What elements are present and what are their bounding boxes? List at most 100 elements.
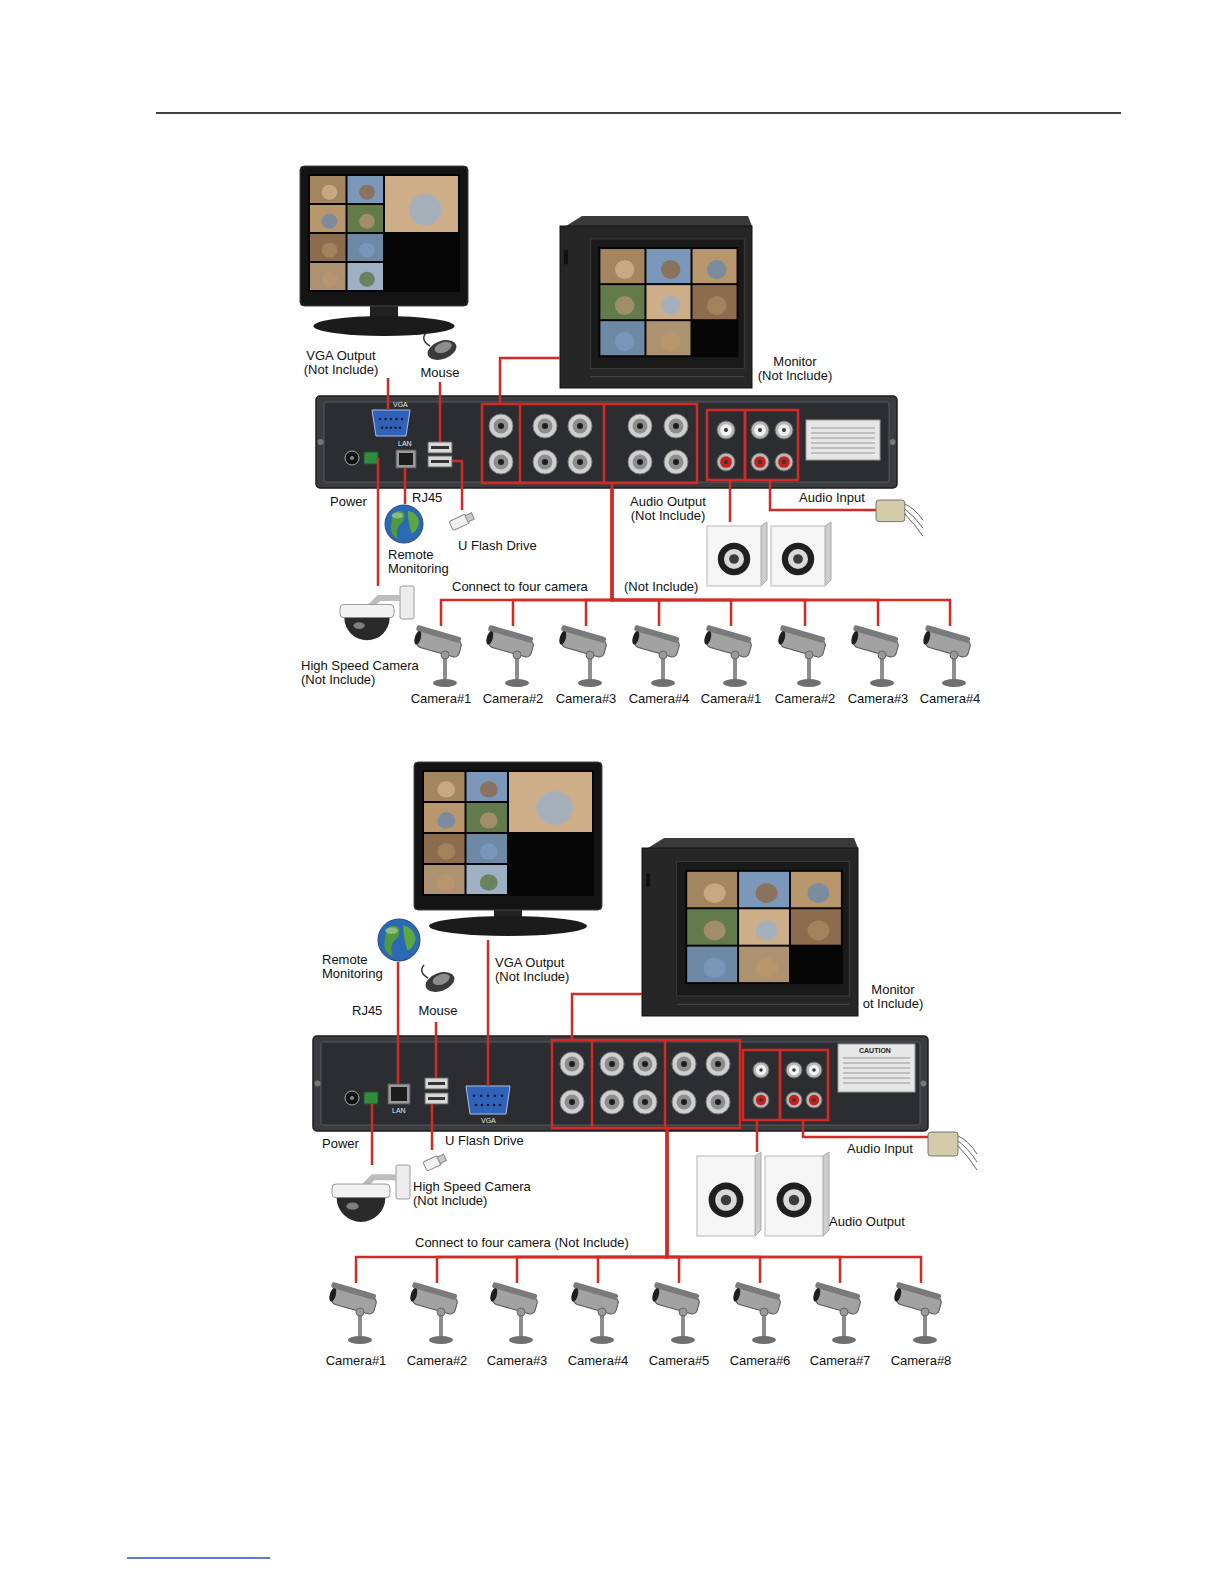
wire-stub: [519, 404, 522, 483]
camera-lens: [328, 1287, 338, 1302]
speaker: [765, 1152, 829, 1236]
crt-top: [648, 838, 858, 848]
bnc-pin: [609, 1099, 615, 1105]
wire-stub: [371, 1104, 374, 1131]
camera-base: [942, 679, 966, 687]
camera-bracket: [952, 656, 956, 680]
wire-stub: [802, 1120, 805, 1131]
camera-base: [590, 1336, 614, 1344]
camera-node: Camera#3: [552, 626, 621, 708]
speaker-cap: [729, 554, 739, 564]
callout-label: RJ45: [412, 491, 442, 505]
screen-figure: [437, 781, 455, 797]
bnc-ring: [600, 1052, 624, 1076]
camera-body: [484, 625, 536, 658]
sticker-line: [843, 1072, 910, 1073]
usb-tongue: [431, 446, 449, 449]
flash-drive-icon: [423, 1153, 447, 1171]
mouse-shine: [433, 340, 453, 356]
camera-lens: [893, 1287, 903, 1302]
camera-shield: [815, 1282, 861, 1300]
screen-figure: [359, 243, 375, 258]
mouse-cable: [422, 965, 428, 978]
camera-body: [488, 1282, 540, 1315]
bullet-camera: [412, 625, 464, 687]
rca-ring: [751, 421, 769, 439]
camera-node: Camera#4: [625, 626, 694, 708]
vga-pin: [390, 418, 393, 421]
screen-tile: [348, 176, 384, 203]
camera-node: Camera#4: [916, 626, 985, 708]
audio-input-node: Audio Input: [928, 1128, 978, 1168]
camera-node: Camera#2: [771, 626, 840, 708]
rca-jack: [806, 1092, 822, 1108]
mic-box: [876, 500, 905, 522]
camera-body: [408, 1282, 460, 1315]
signal-cable: [803, 1131, 928, 1137]
mouse-shine: [431, 972, 451, 988]
camera-base: [578, 679, 602, 687]
camera-joint: [598, 1308, 606, 1316]
bnc-ring: [672, 1090, 696, 1114]
monitor-bezel: [414, 762, 602, 910]
dvr-case: [316, 396, 897, 488]
bnc-connector: [489, 414, 513, 438]
rca-pin: [792, 1098, 796, 1102]
screen-figure: [480, 812, 498, 828]
wire-stub: [439, 396, 442, 442]
dome-wall-plate: [400, 586, 414, 619]
bnc-body: [538, 419, 553, 434]
camera-bracket: [600, 1313, 604, 1337]
screen-figure: [437, 874, 455, 890]
bnc-pin: [637, 459, 643, 465]
bnc-ring: [560, 1090, 584, 1114]
terminal-block: [364, 452, 378, 464]
rca-jack: [786, 1092, 802, 1108]
dvr-unit: [316, 396, 897, 488]
signal-cable: [377, 488, 380, 586]
device-label: Camera#7: [810, 1354, 871, 1368]
screen: [685, 870, 843, 984]
camera-base: [505, 679, 529, 687]
speaker-cone: [777, 1183, 812, 1218]
camera-node: Camera#1: [407, 626, 476, 708]
crt-body: [560, 226, 752, 388]
rca-ring: [775, 453, 793, 471]
rca-pin: [759, 1098, 763, 1102]
usb-tongue: [428, 1097, 445, 1100]
screen-figure: [322, 214, 338, 229]
device-label: Remote Monitoring: [322, 953, 383, 981]
port-group-outline: [482, 404, 697, 483]
camera-joint: [760, 1308, 768, 1316]
bullet-camera: [630, 625, 682, 687]
dvr-unit: [313, 1036, 928, 1131]
vga-pin: [385, 426, 388, 429]
bnc-pin: [637, 423, 643, 429]
rca-ring: [775, 421, 793, 439]
device-label: Camera#4: [568, 1354, 629, 1368]
camera-bracket: [762, 1313, 766, 1337]
wire-stub: [756, 1120, 759, 1131]
vga-port: [466, 1086, 510, 1114]
dvr-case: [313, 1036, 928, 1131]
screen-figure: [480, 781, 498, 797]
device-label: High Speed Camera (Not Include): [301, 659, 419, 687]
bnc-connector: [600, 1052, 624, 1076]
screen-tile: [646, 249, 690, 283]
flash-drive-icon: [449, 511, 475, 530]
bnc-ring: [628, 450, 652, 474]
usb-tongue: [428, 1082, 445, 1085]
vga-pin: [487, 1095, 490, 1098]
camera-lens: [409, 1287, 419, 1302]
bnc-body: [494, 419, 509, 434]
bnc-connector: [628, 450, 652, 474]
camera-node: Camera#1: [697, 626, 766, 708]
screen-tile: [687, 909, 737, 944]
screen-figure: [359, 185, 375, 200]
device-label: High Speed Camera (Not Include): [413, 1180, 531, 1208]
port-group-outline: [707, 410, 745, 480]
bnc-pin: [642, 1061, 648, 1067]
screen-tile: [791, 872, 841, 907]
mouse-body: [423, 968, 457, 995]
lan-port: [396, 450, 416, 468]
